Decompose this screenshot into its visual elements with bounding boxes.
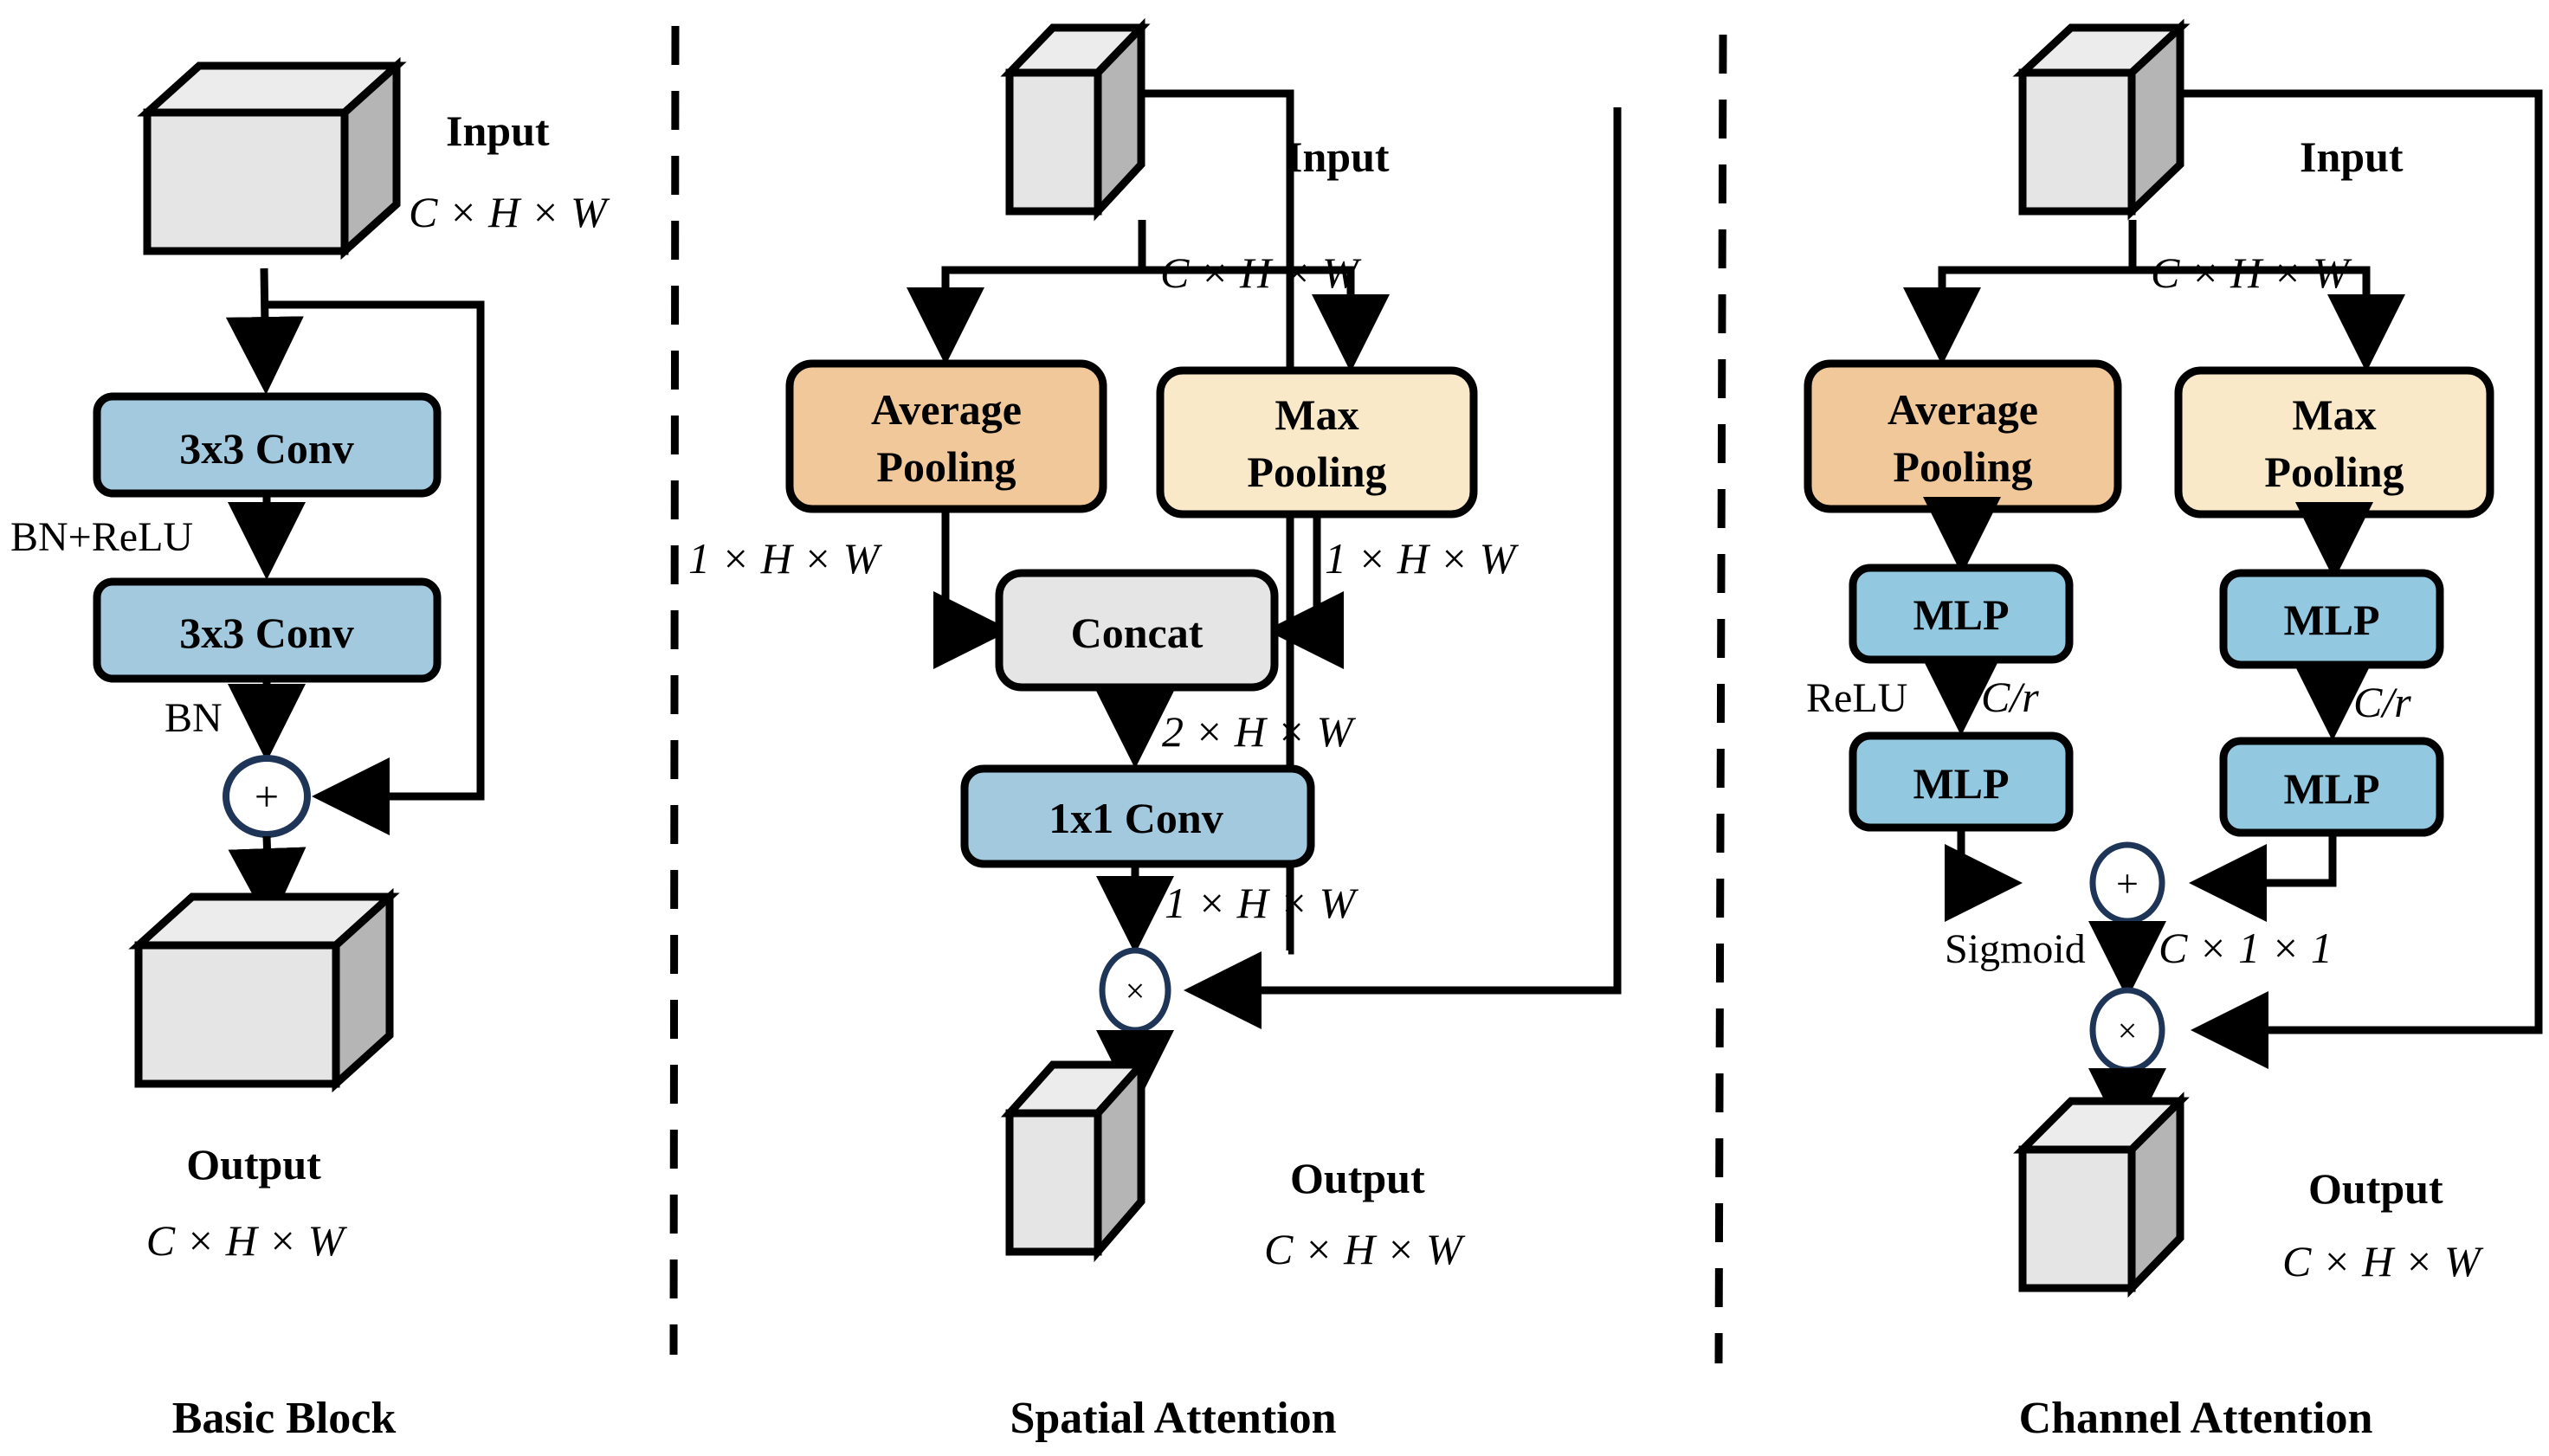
channel-input-label: Input (2300, 132, 2404, 181)
channel-skip-connection (2180, 89, 2543, 1069)
channel-max-reduced-shape: C/r (2353, 678, 2411, 726)
basic-add-op-circle (223, 755, 311, 838)
channel-attention-title: Channel Attention (2019, 1394, 2373, 1443)
channel-add-op-icon: + (2116, 861, 2139, 905)
basic-conv1-label: 3x3 Conv (179, 424, 353, 473)
spatial-branch-line (941, 266, 1355, 301)
spatial-avg-shape: 1 × H × W (688, 534, 883, 583)
basic-skip-connection (266, 300, 485, 835)
channel-max-mlp2-label: MLP (2283, 764, 2379, 813)
spatial-skip-connection (1141, 89, 1294, 955)
spatial-mul-op-icon: × (1126, 971, 1145, 1010)
spatial-concat-label: Concat (1071, 609, 1204, 657)
basic-block-section: Input C × H × W 3x3 Conv BN+ReLU 3x3 Con… (10, 56, 610, 1443)
spatial-conv-shape: 1 × H × W (1165, 879, 1359, 927)
spatial-concat-shape: 2 × H × W (1162, 707, 1357, 756)
channel-weight-shape: C × 1 × 1 (2159, 924, 2333, 972)
channel-output-label: Output (2308, 1164, 2443, 1213)
basic-output-cube-icon (128, 887, 400, 1093)
channel-relu-label: ReLU (1806, 675, 1907, 721)
spatial-max-pool-label-line1: Max (1274, 390, 1358, 439)
channel-max-pool-label-line2: Pooling (2264, 448, 2404, 496)
spatial-attention-section: Input C × H × W Average Pooling Max Pool… (688, 17, 1622, 1443)
spatial-skip-to-mul (1184, 107, 1622, 1029)
spatial-attention-title: Spatial Attention (1010, 1394, 1336, 1443)
channel-input-cube-icon (2012, 18, 2191, 221)
channel-avg-reduced-shape: C/r (1981, 673, 2039, 721)
channel-max-mlp1-label: MLP (2283, 596, 2379, 644)
basic-conv2-box (93, 577, 442, 683)
channel-sigmoid-label: Sigmoid (1945, 926, 2086, 972)
basic-input-shape: C × H × W (409, 188, 610, 236)
basic-output-shape: C × H × W (146, 1216, 348, 1265)
basic-bn-relu-label: BN+ReLU (10, 514, 193, 560)
spatial-conv-label: 1x1 Conv (1049, 794, 1223, 842)
spatial-avg-pool-label-line1: Average (871, 385, 1022, 434)
spatial-output-cube-icon (1000, 1054, 1151, 1263)
channel-max-mlp2-box (2219, 737, 2444, 837)
channel-avg-to-add-arrow (1945, 829, 2023, 922)
spatial-conv-box (960, 764, 1315, 868)
basic-input-cube-icon (137, 56, 407, 261)
basic-input-label: Input (446, 106, 550, 155)
channel-attention-section: Input C × H × W Average Pooling Max Pool… (1804, 18, 2543, 1443)
spatial-avg-pool-box (785, 359, 1107, 513)
channel-mul-op-icon: × (2118, 1011, 2138, 1050)
section-divider-left (669, 25, 680, 1356)
basic-input-arrow (225, 267, 304, 395)
channel-avg-pool-label-line2: Pooling (1893, 442, 2032, 491)
channel-max-pool-label-line1: Max (2292, 390, 2376, 439)
basic-conv2-label: 3x3 Conv (179, 609, 353, 657)
channel-output-shape: C × H × W (2282, 1237, 2484, 1285)
spatial-input-label: Input (1286, 132, 1390, 181)
channel-output-cube-icon (2013, 1092, 2190, 1298)
basic-add-op-icon: + (255, 772, 279, 821)
spatial-max-pool-box (1156, 366, 1478, 519)
channel-branch-line (1938, 266, 2371, 301)
spatial-max-to-concat-arrow (1266, 516, 1344, 669)
spatial-output-shape: C × H × W (1264, 1225, 1466, 1273)
channel-avg-mlp1-label: MLP (1913, 590, 2009, 639)
channel-avg-mlp2-label: MLP (1913, 759, 2009, 808)
spatial-max-shape: 1 × H × W (1325, 534, 1520, 583)
spatial-output-label: Output (1290, 1154, 1425, 1202)
section-divider-right (1714, 34, 1727, 1364)
basic-bn-label: BN (165, 695, 223, 741)
basic-block-title: Basic Block (172, 1394, 397, 1443)
spatial-input-cube-icon (1000, 17, 1151, 222)
channel-avg-mlp2-box (1849, 731, 2074, 832)
channel-max-to-add-arrow (2189, 834, 2337, 922)
spatial-max-pool-label-line2: Pooling (1247, 448, 1386, 496)
basic-conv1-box (93, 392, 442, 498)
channel-avg-pool-label-line1: Average (1888, 385, 2038, 434)
spatial-avg-to-concat-arrow (933, 511, 1011, 669)
spatial-concat-box (995, 569, 1279, 692)
spatial-avg-pool-label-line2: Pooling (876, 442, 1016, 491)
basic-output-label: Output (186, 1140, 321, 1189)
